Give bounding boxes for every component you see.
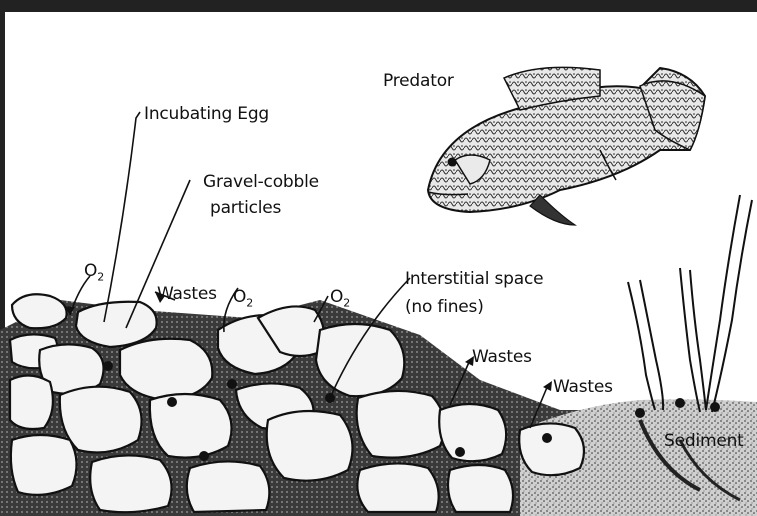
label-wastes-right: Wastes <box>553 376 613 398</box>
rock <box>267 411 353 481</box>
rock <box>357 463 438 512</box>
rock <box>316 324 404 396</box>
predator-fish-illustration <box>428 67 705 225</box>
rock <box>448 465 513 512</box>
rock <box>90 455 171 512</box>
rock <box>120 339 212 400</box>
egg-dot <box>227 379 237 389</box>
label-predator: Predator <box>383 70 454 92</box>
label-incubating-egg: Incubating Egg <box>144 103 269 125</box>
label-interstitial-space-line2: (no fines) <box>405 296 484 318</box>
rock <box>439 404 506 461</box>
egg-dot <box>199 451 209 461</box>
rock <box>187 461 270 512</box>
label-wastes-mid: Wastes <box>472 346 532 368</box>
label-o2-left: O2 <box>84 260 104 288</box>
label-o2-middle: O2 <box>233 286 253 314</box>
label-gravel-cobble-line2: particles <box>210 197 281 219</box>
egg-dot <box>635 408 645 418</box>
label-sediment: Sediment <box>664 430 744 452</box>
egg-dot <box>542 433 552 443</box>
egg-dot <box>675 398 685 408</box>
label-wastes-top: Wastes <box>157 283 217 305</box>
rock <box>150 394 232 458</box>
label-o2-right: O2 <box>330 286 350 314</box>
rock <box>12 294 67 328</box>
egg-dot <box>167 397 177 407</box>
egg-dot <box>455 447 465 457</box>
label-gravel-cobble-line1: Gravel-cobble <box>203 171 319 193</box>
aquatic-plants <box>628 195 752 412</box>
label-interstitial-space-line1: Interstitial space <box>405 268 543 290</box>
egg-dot <box>103 361 113 371</box>
rock <box>357 391 445 458</box>
rock <box>10 375 53 429</box>
rock <box>11 435 77 495</box>
rock <box>519 423 584 475</box>
